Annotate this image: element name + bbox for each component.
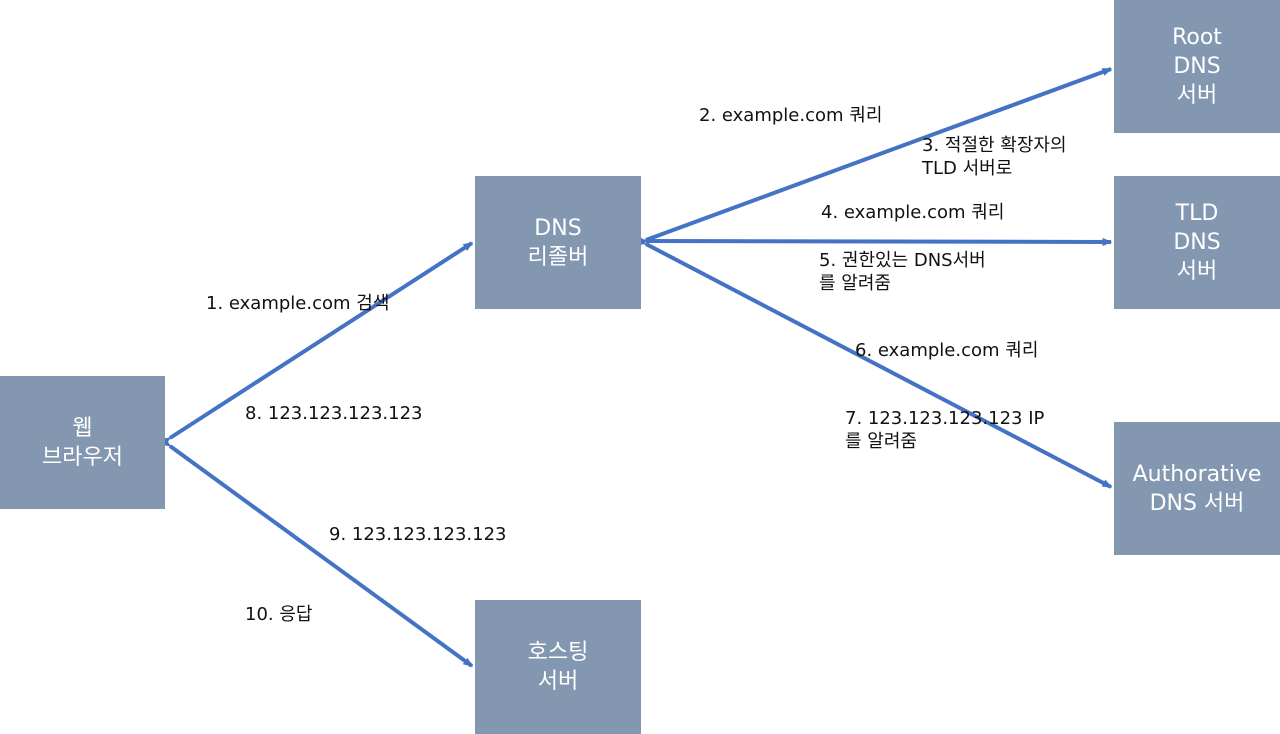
edge-label-3: 3. 적절한 확장자의 TLD 서버로 [922, 135, 1067, 179]
root-dns-server-node: Root DNS 서버 [1114, 0, 1280, 133]
authoritative-dns-server-node: Authorative DNS 서버 [1114, 422, 1280, 555]
edge-label-8: 8. 123.123.123.123 [245, 403, 423, 424]
dns-resolver-node: DNS 리졸버 [475, 176, 641, 309]
arrow-browser-hosting [160, 437, 474, 668]
arrow-resolver-authoritative [636, 236, 1113, 489]
web-browser-node: 웹 브라우저 [0, 376, 165, 509]
tld-dns-server-node: TLD DNS 서버 [1114, 176, 1280, 309]
edge-label-4: 4. example.com 쿼리 [821, 202, 1005, 223]
arrow-browser-resolver [160, 241, 474, 446]
edge-label-2: 2. example.com 쿼리 [699, 105, 883, 126]
arrow-resolver-tld [637, 236, 1113, 246]
hosting-server-node: 호스팅 서버 [475, 600, 641, 734]
arrow-resolver-root [636, 67, 1113, 247]
edge-label-9: 9. 123.123.123.123 [329, 524, 507, 545]
edge-label-5: 5. 권한있는 DNS서버 를 알려줌 [819, 250, 986, 294]
edge-label-10: 10. 응답 [245, 604, 313, 625]
edge-label-1: 1. example.com 검색 [206, 293, 390, 314]
edge-label-6: 6. example.com 쿼리 [855, 340, 1039, 361]
edge-label-7: 7. 123.123.123.123 IP 를 알려줌 [845, 408, 1045, 452]
